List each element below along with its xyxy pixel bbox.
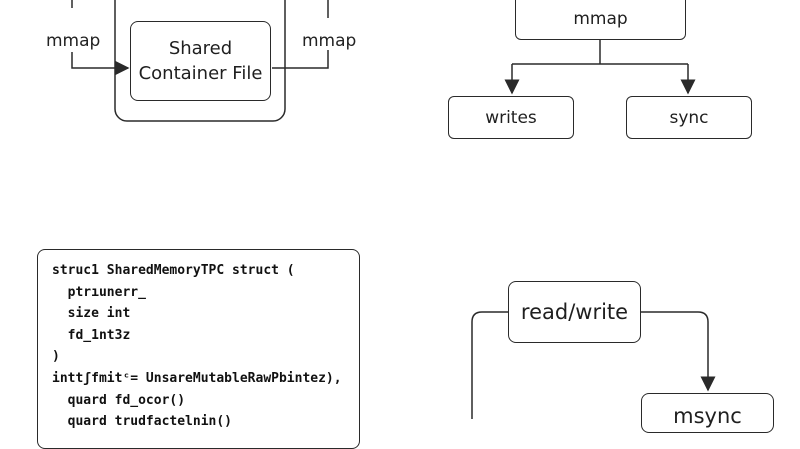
shared-container-file-box: Shared Container File <box>130 21 271 101</box>
outer-container-frame <box>114 0 286 122</box>
code-line: quard trudfactelnin() <box>52 414 233 430</box>
code-line: fd_1nt3z <box>52 327 131 343</box>
read-write-box: read/write <box>508 281 641 343</box>
shared-container-line2: Container File <box>138 63 263 84</box>
read-write-right-arrow <box>641 311 716 392</box>
left-mmap-label: mmap <box>46 31 101 51</box>
right-mmap-label: mmap <box>302 31 357 51</box>
code-line: ) <box>52 349 60 365</box>
msync-box: msync <box>641 393 774 433</box>
sync-box: sync <box>626 96 752 139</box>
writes-box: writes <box>448 96 574 139</box>
code-line: inttʃfmitᶜ= UnsareMutableRawPbintez), <box>52 370 342 386</box>
read-write-left-line <box>471 311 508 419</box>
code-line: size int <box>52 306 131 322</box>
diagram-connectors <box>71 0 716 419</box>
code-block: struc1 SharedMemoryTPC struct ( ptrıuner… <box>37 249 360 449</box>
shared-container-line1: Shared <box>168 38 233 59</box>
code-line: ptrıunerr_ <box>52 284 146 300</box>
code-line: quard fd_ocor() <box>52 392 186 408</box>
code-line: struc1 SharedMemoryTPC struct ( <box>52 263 295 278</box>
mmap-root-box: mmap <box>515 0 686 40</box>
